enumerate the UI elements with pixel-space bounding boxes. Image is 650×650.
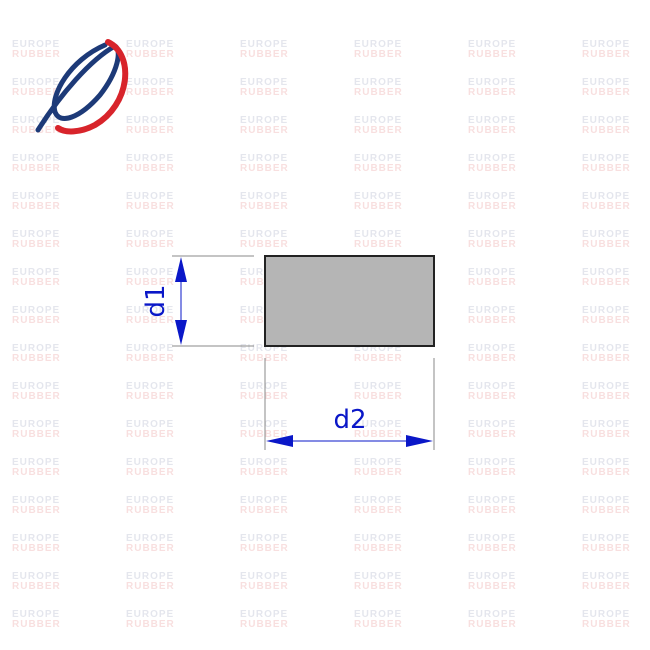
company-logo: [35, 39, 129, 135]
d2-label: d2: [333, 405, 366, 435]
d2-dimension: [264, 358, 435, 450]
arrow-up-icon: [175, 257, 187, 282]
arrow-left-icon: [266, 435, 293, 447]
arrow-down-icon: [175, 320, 187, 345]
arrow-right-icon: [406, 435, 433, 447]
profile-rectangle: [264, 255, 435, 347]
d1-label: d1: [141, 284, 171, 317]
d1-dimension: [172, 255, 254, 347]
